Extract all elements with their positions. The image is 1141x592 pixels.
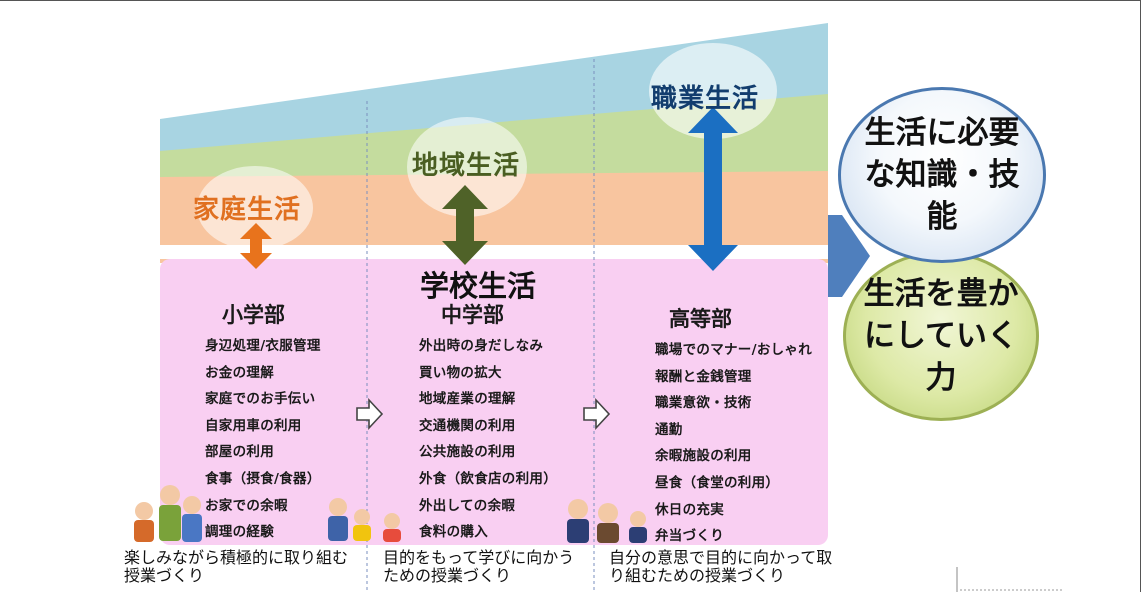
list-item: 昼食（食堂の利用）: [655, 474, 780, 491]
list-item: 家庭でのお手伝い: [205, 391, 316, 408]
list-item: 食料の購入: [419, 524, 488, 541]
list-item: 自家用車の利用: [205, 417, 302, 434]
list-item: 弁当づくり: [655, 528, 724, 545]
list-item: 買い物の拡大: [419, 364, 502, 381]
high-school-column: 高等部 職場でのマナー/おしゃれ 報酬と金銭管理 職業意欲・技術 通勤 余暇施設…: [655, 303, 812, 550]
outcome-chevron-arrow: [828, 215, 870, 297]
home-glow: [197, 166, 313, 250]
school-life-label: 学校生活: [420, 269, 537, 303]
region-glow: [407, 117, 527, 217]
outcome-circle-enrichment: 生活を豊かにしていく力: [843, 251, 1039, 421]
high-school-item-list: 職場でのマナー/おしゃれ 報酬と金銭管理 職業意欲・技術 通勤 余暇施設の利用 …: [655, 337, 812, 550]
list-item: 職業意欲・技術: [655, 395, 752, 412]
list-item: 外食（飲食店の利用）: [419, 470, 557, 487]
list-item: 休日の充実: [655, 501, 724, 518]
work-glow: [649, 43, 777, 139]
junior-high-title: 中学部: [441, 303, 504, 327]
outcome-circle-knowledge: 生活に必要な知識・技能: [838, 87, 1046, 263]
list-item: 交通機関の利用: [419, 417, 516, 434]
junior-high-column: 中学部 外出時の身だしなみ 買い物の拡大 地域産業の理解 交通機関の利用 公共施…: [419, 299, 557, 546]
work-double-arrow: [688, 107, 738, 271]
list-item: 報酬と金銭管理: [655, 368, 752, 385]
list-item: 余暇施設の利用: [655, 448, 752, 465]
list-item: 公共施設の利用: [419, 444, 516, 461]
list-item: 食事（摂食/食器）: [205, 470, 321, 487]
list-item: お金の理解: [205, 364, 274, 381]
list-item: 身辺処理/衣服管理: [205, 338, 321, 354]
elementary-title: 小学部: [222, 303, 285, 327]
list-item: 外出時の身だしなみ: [419, 338, 544, 354]
region-life-label: 地域生活: [412, 151, 521, 181]
progress-arrow-1: [356, 397, 384, 431]
caption-high-school: 自分の意思で目的に向かって取り組むための授業づくり: [609, 548, 833, 585]
list-item: 部屋の利用: [205, 444, 274, 461]
school-life-panel: [160, 259, 828, 545]
people-illustration-workers: [567, 499, 647, 543]
caption-junior-high: 目的をもって学びに向かうための授業づくり: [383, 548, 575, 585]
list-item: 通勤: [655, 421, 683, 438]
list-item: 外出しての余暇: [419, 497, 516, 514]
list-item: 調理の経験: [205, 524, 274, 541]
region-double-arrow: [442, 185, 488, 265]
list-item: お家での余暇: [205, 497, 288, 514]
outcome-knowledge-text: 生活に必要な知識・技能: [864, 115, 1020, 235]
people-illustration-students: [328, 498, 401, 542]
home-life-label: 家庭生活: [193, 195, 302, 225]
junior-high-item-list: 外出時の身だしなみ 買い物の拡大 地域産業の理解 交通機関の利用 公共施設の利用…: [419, 333, 557, 546]
outcome-enrichment-text: 生活を豊かにしていく力: [863, 276, 1019, 396]
progress-arrow-2: [583, 397, 611, 431]
caption-elementary: 楽しみながら積極的に取り組む授業づくり: [124, 548, 349, 585]
list-item: 地域産業の理解: [419, 391, 516, 408]
people-illustration-family: [134, 485, 202, 542]
elementary-column: 小学部 身辺処理/衣服管理 お金の理解 家庭でのお手伝い 自家用車の利用 部屋の…: [205, 299, 321, 546]
home-double-arrow: [240, 223, 272, 269]
list-item: 職場でのマナー/おしゃれ: [655, 342, 813, 358]
home-life-band: [160, 171, 828, 263]
work-life-label: 職業生活: [651, 84, 760, 114]
elementary-item-list: 身辺処理/衣服管理 お金の理解 家庭でのお手伝い 自家用車の利用 部屋の利用 食…: [205, 333, 321, 546]
high-school-title: 高等部: [669, 307, 732, 331]
